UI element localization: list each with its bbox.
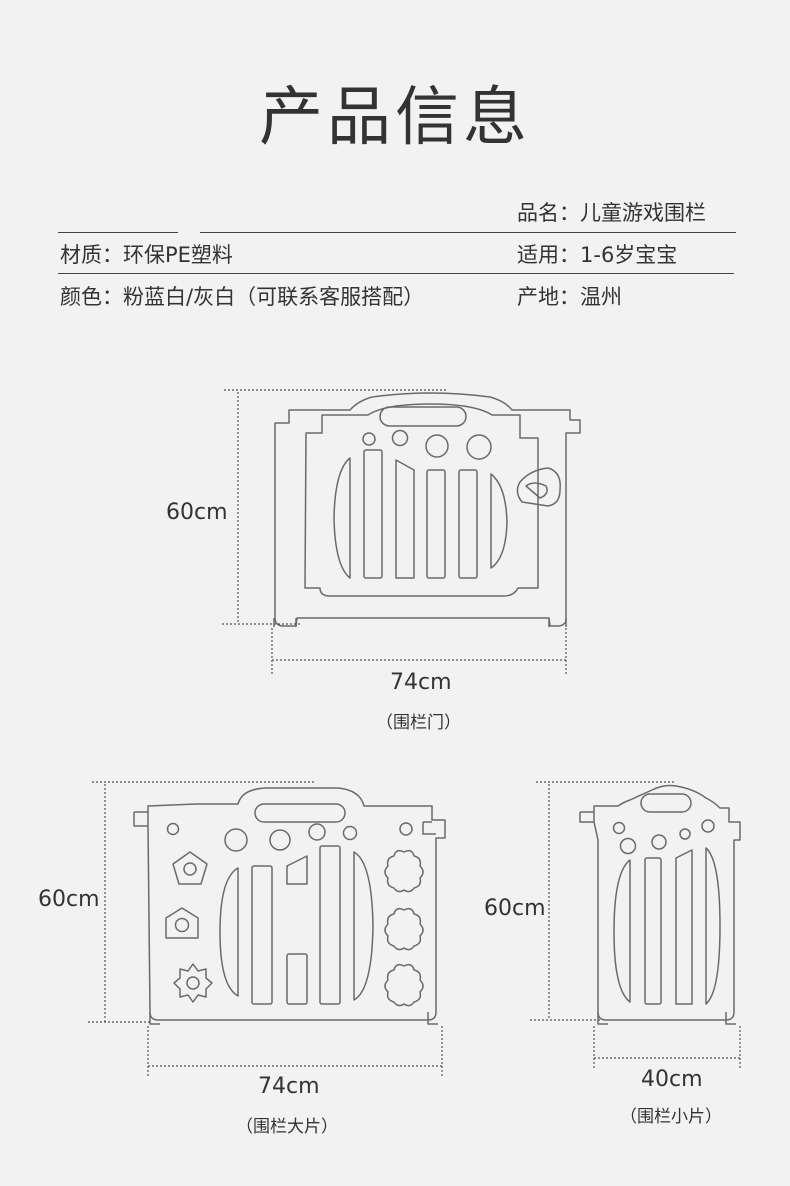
- divider-top-left: [58, 232, 178, 233]
- page-title: 产品信息: [259, 81, 531, 155]
- gate-caption: （围栏门）: [376, 713, 461, 733]
- divider-middle: [58, 273, 734, 274]
- large-panel-diagram: [133, 787, 446, 1025]
- gate-latch: [516, 467, 561, 507]
- small-panel-width-label: 40cm: [641, 1067, 703, 1092]
- gate-height-label: 60cm: [166, 500, 228, 525]
- small-panel-caption: （围栏小片）: [620, 1107, 722, 1127]
- spec-name: 品名：儿童游戏围栏: [517, 201, 706, 225]
- large-panel-height-label: 60cm: [38, 887, 100, 912]
- small-panel-diagram: [579, 784, 741, 1025]
- spec-origin: 产地：温州: [517, 285, 622, 309]
- large-panel-outline: [147, 787, 446, 1021]
- gate-width-label: 74cm: [390, 670, 452, 695]
- gate-outline: [274, 392, 581, 627]
- large-panel-caption: （围栏大片）: [236, 1117, 338, 1137]
- gate-door: [304, 403, 539, 597]
- spec-suitable: 适用：1-6岁宝宝: [517, 243, 678, 267]
- divider-top-right: [200, 232, 736, 233]
- spec-material: 材质：环保PE塑料: [60, 243, 233, 267]
- gate-handle: [379, 406, 467, 427]
- large-panel-width-label: 74cm: [258, 1074, 320, 1099]
- spec-color: 颜色：粉蓝白/灰白（可联系客服搭配）: [60, 285, 425, 309]
- small-panel-height-label: 60cm: [484, 896, 546, 921]
- small-panel-outline: [593, 784, 741, 1021]
- gate-diagram: [273, 392, 581, 627]
